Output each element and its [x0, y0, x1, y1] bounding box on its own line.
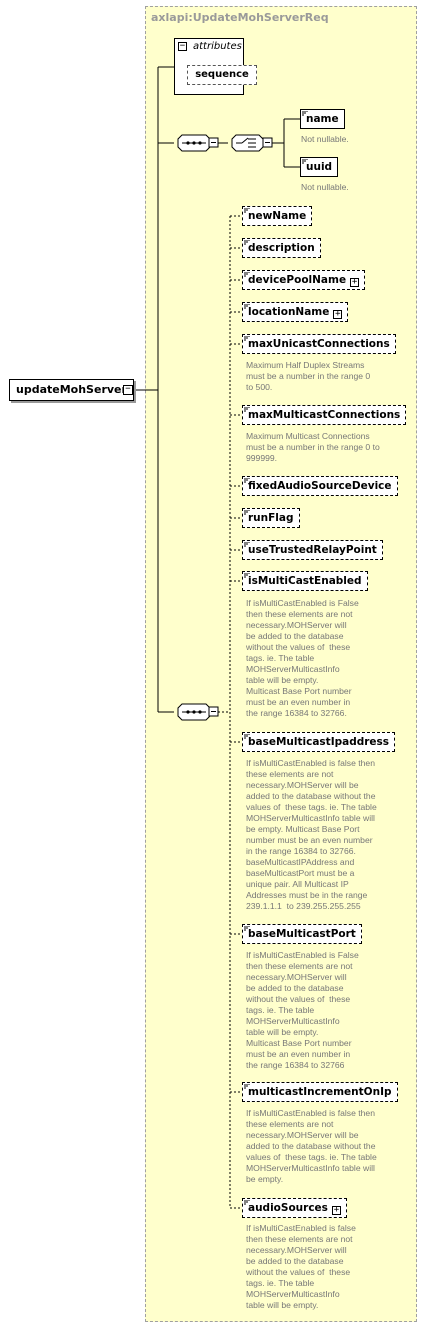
element-label: runFlag	[248, 512, 294, 524]
element-corner-icon	[244, 272, 250, 277]
element-doc: Maximum Multicast Connections must be a …	[246, 431, 380, 463]
element-label: name	[306, 113, 339, 125]
element-fixedAudioSourceDevice[interactable]: fixedAudioSourceDevice	[242, 476, 398, 496]
element-doc: Maximum Half Duplex Streams must be a nu…	[246, 360, 371, 392]
element-label: maxMulticastConnections	[248, 409, 401, 421]
element-name[interactable]: name	[300, 109, 345, 129]
element-corner-icon	[302, 159, 308, 164]
element-label: uuid	[306, 161, 333, 173]
element-corner-icon	[244, 1200, 250, 1205]
element-baseMulticastPort[interactable]: baseMulticastPort	[242, 924, 362, 944]
expand-icon[interactable]: +	[331, 1205, 341, 1215]
attributes-sequence: sequence	[187, 65, 257, 85]
element-newName[interactable]: newName	[242, 206, 313, 226]
element-locationName[interactable]: locationName+	[242, 302, 349, 322]
element-corner-icon	[244, 1084, 250, 1089]
element-doc: Not nullable.	[301, 182, 349, 192]
sequence-compositor-icon	[177, 703, 219, 721]
element-label: useTrustedRelayPoint	[248, 544, 377, 556]
element-devicePoolName[interactable]: devicePoolName+	[242, 270, 366, 290]
element-corner-icon	[244, 926, 250, 931]
element-label: baseMulticastPort	[248, 928, 356, 940]
element-corner-icon	[244, 478, 250, 483]
element-maxUnicastConnections[interactable]: maxUnicastConnections	[242, 334, 396, 354]
element-doc: If isMultiCastEnabled is false then thes…	[246, 758, 377, 911]
element-multicastIncrementOnIp[interactable]: multicastIncrementOnIp	[242, 1082, 398, 1102]
expand-icon[interactable]: +	[350, 277, 360, 287]
element-corner-icon	[244, 542, 250, 547]
element-uuid[interactable]: uuid	[300, 157, 339, 177]
type-title: axlapi:UpdateMohServerReq	[151, 11, 329, 24]
element-audioSources[interactable]: audioSources+	[242, 1198, 347, 1218]
element-corner-icon	[244, 407, 250, 412]
attributes-label: attributes	[193, 41, 242, 52]
element-doc: If isMultiCastEnabled is false then thes…	[246, 1108, 377, 1184]
element-label: devicePoolName	[248, 274, 347, 286]
element-label: fixedAudioSourceDevice	[248, 480, 392, 492]
element-runFlag[interactable]: runFlag	[242, 508, 300, 528]
element-label: newName	[248, 210, 307, 222]
element-doc: Not nullable.	[301, 134, 349, 144]
element-label: multicastIncrementOnIp	[248, 1086, 392, 1098]
element-label: locationName	[248, 306, 330, 318]
choice-compositor-icon	[231, 134, 273, 152]
element-doc: If isMultiCastEnabled is False then thes…	[246, 950, 359, 1070]
collapse-icon[interactable]: −	[178, 41, 187, 51]
sequence-compositor-icon	[177, 134, 219, 152]
element-corner-icon	[244, 510, 250, 515]
element-description[interactable]: description	[242, 238, 321, 258]
element-corner-icon	[302, 111, 308, 116]
element-isMultiCastEnabled[interactable]: isMultiCastEnabled	[242, 571, 368, 591]
element-label: audioSources	[248, 1202, 328, 1214]
element-label: baseMulticastIpaddress	[248, 736, 390, 748]
element-corner-icon	[244, 208, 250, 213]
element-label: isMultiCastEnabled	[248, 575, 362, 587]
element-doc: If isMultiCastEnabled is false then thes…	[246, 1223, 356, 1310]
element-corner-icon	[244, 304, 250, 309]
element-doc: If isMultiCastEnabled is False then thes…	[246, 598, 359, 718]
element-corner-icon	[244, 573, 250, 578]
collapse-icon[interactable]: −	[123, 385, 133, 395]
element-label: description	[248, 242, 315, 254]
element-corner-icon	[244, 336, 250, 341]
element-useTrustedRelayPoint[interactable]: useTrustedRelayPoint	[242, 540, 383, 560]
root-element[interactable]: updateMohServer	[9, 379, 134, 401]
element-corner-icon	[244, 240, 250, 245]
element-label: maxUnicastConnections	[248, 338, 390, 350]
expand-icon[interactable]: +	[333, 309, 343, 319]
element-baseMulticastIpaddress[interactable]: baseMulticastIpaddress	[242, 732, 396, 752]
element-corner-icon	[244, 734, 250, 739]
element-maxMulticastConnections[interactable]: maxMulticastConnections	[242, 405, 407, 425]
